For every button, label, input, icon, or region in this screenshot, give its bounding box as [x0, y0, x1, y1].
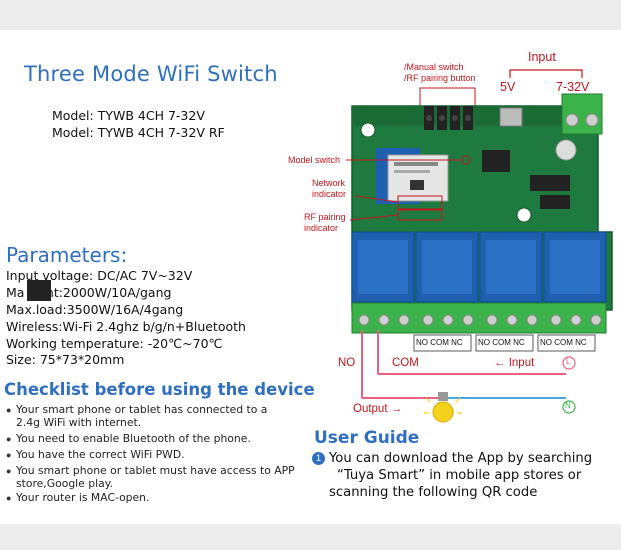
push-buttons	[424, 106, 473, 130]
live-letter: L	[566, 357, 571, 366]
parameter-item: Max.load:3500W/16A/4gang	[6, 302, 184, 317]
neutral-marker-icon	[562, 400, 576, 414]
step-number-badge: 1	[312, 452, 325, 465]
supply-voltage-label: 7-32V	[556, 80, 590, 94]
page-title: Three Mode WiFi Switch	[24, 62, 278, 86]
chip	[540, 195, 570, 209]
model-line: Model: TYWB 4CH 7-32V RF	[52, 125, 225, 140]
checklist-heading: Checklist before using the device	[4, 380, 315, 399]
user-guide-line: “Tuya Smart” in mobile app stores or	[337, 468, 582, 483]
output-terminals	[351, 302, 607, 334]
input-label: Input	[528, 50, 556, 64]
mount-hole	[360, 122, 376, 138]
chip	[530, 175, 570, 191]
terminal-label: NO COM NC	[540, 338, 587, 347]
input-wire-label: ← Input	[494, 357, 535, 369]
input-bracket	[509, 69, 583, 78]
relay	[479, 231, 543, 303]
five-volt-label: 5V	[500, 80, 516, 94]
chip	[482, 150, 510, 172]
user-guide-line: You can download the App by searching	[329, 451, 593, 466]
mount-hole	[516, 207, 532, 223]
network-indicator-label: indicator	[312, 189, 347, 199]
power-terminal	[561, 93, 603, 135]
user-guide-line: scanning the following QR code	[329, 485, 538, 500]
parameter-item: Working temperature: -20℃~70℃	[6, 336, 223, 351]
relay	[543, 231, 607, 303]
rf-pairing-button-label: /RF pairing button	[404, 73, 476, 83]
parameters-heading: Parameters:	[6, 243, 128, 267]
parameter-item: Size: 75*73*20mm	[6, 352, 125, 367]
checklist-item: Your smart phone or tablet has connected…	[16, 403, 268, 416]
no-wire-label: NO	[338, 357, 356, 369]
relay	[415, 231, 479, 303]
output-wire-label: Output →	[353, 403, 403, 415]
bullet-icon: ●	[6, 434, 12, 444]
neutral-letter: N	[565, 401, 571, 410]
live-marker-icon	[562, 356, 576, 370]
wifi-module	[387, 154, 449, 202]
checklist-item: 2.4g WiFi with internet.	[16, 416, 142, 429]
redaction-block	[27, 280, 51, 301]
bullet-icon: ●	[6, 450, 12, 460]
pcb-edge	[352, 106, 598, 126]
checklist-item: You smart phone or tablet must have acce…	[16, 464, 295, 477]
checklist-item: Your router is MAC-open.	[16, 491, 150, 504]
parameter-item: Wireless:Wi-Fi 2.4ghz b/g/n+Bluetooth	[6, 319, 246, 334]
user-guide-heading: User Guide	[314, 428, 420, 448]
model-line: Model: TYWB 4CH 7-32V	[52, 108, 205, 123]
usb-port	[499, 107, 523, 127]
com-wire-label: COM	[392, 357, 419, 369]
checklist-item: You have the correct WiFi PWD.	[16, 448, 185, 461]
checklist-item: You need to enable Bluetooth of the phon…	[16, 432, 251, 445]
capacitor	[555, 139, 577, 161]
relay	[351, 231, 415, 303]
parameter-item: Input voltage: DC/AC 7V~32V	[6, 268, 193, 283]
light-bulb-icon	[424, 392, 462, 423]
checklist-item: store,Google play.	[16, 477, 113, 490]
manual-switch-label: /Manual switch	[404, 62, 464, 72]
bullet-icon: ●	[6, 405, 12, 415]
rf-pairing-indicator-label: indicator	[304, 223, 339, 233]
terminal-label: NO COM NC	[478, 338, 525, 347]
terminal-label: NO COM NC	[416, 338, 463, 347]
bullet-icon: ●	[6, 466, 12, 476]
bullet-icon: ●	[6, 493, 12, 503]
model-switch-label: Model switch	[288, 155, 341, 165]
terminal-label-boxes	[413, 334, 596, 352]
network-indicator-label: Network	[312, 178, 346, 188]
rf-pairing-indicator-label: RF pairing	[304, 212, 346, 222]
